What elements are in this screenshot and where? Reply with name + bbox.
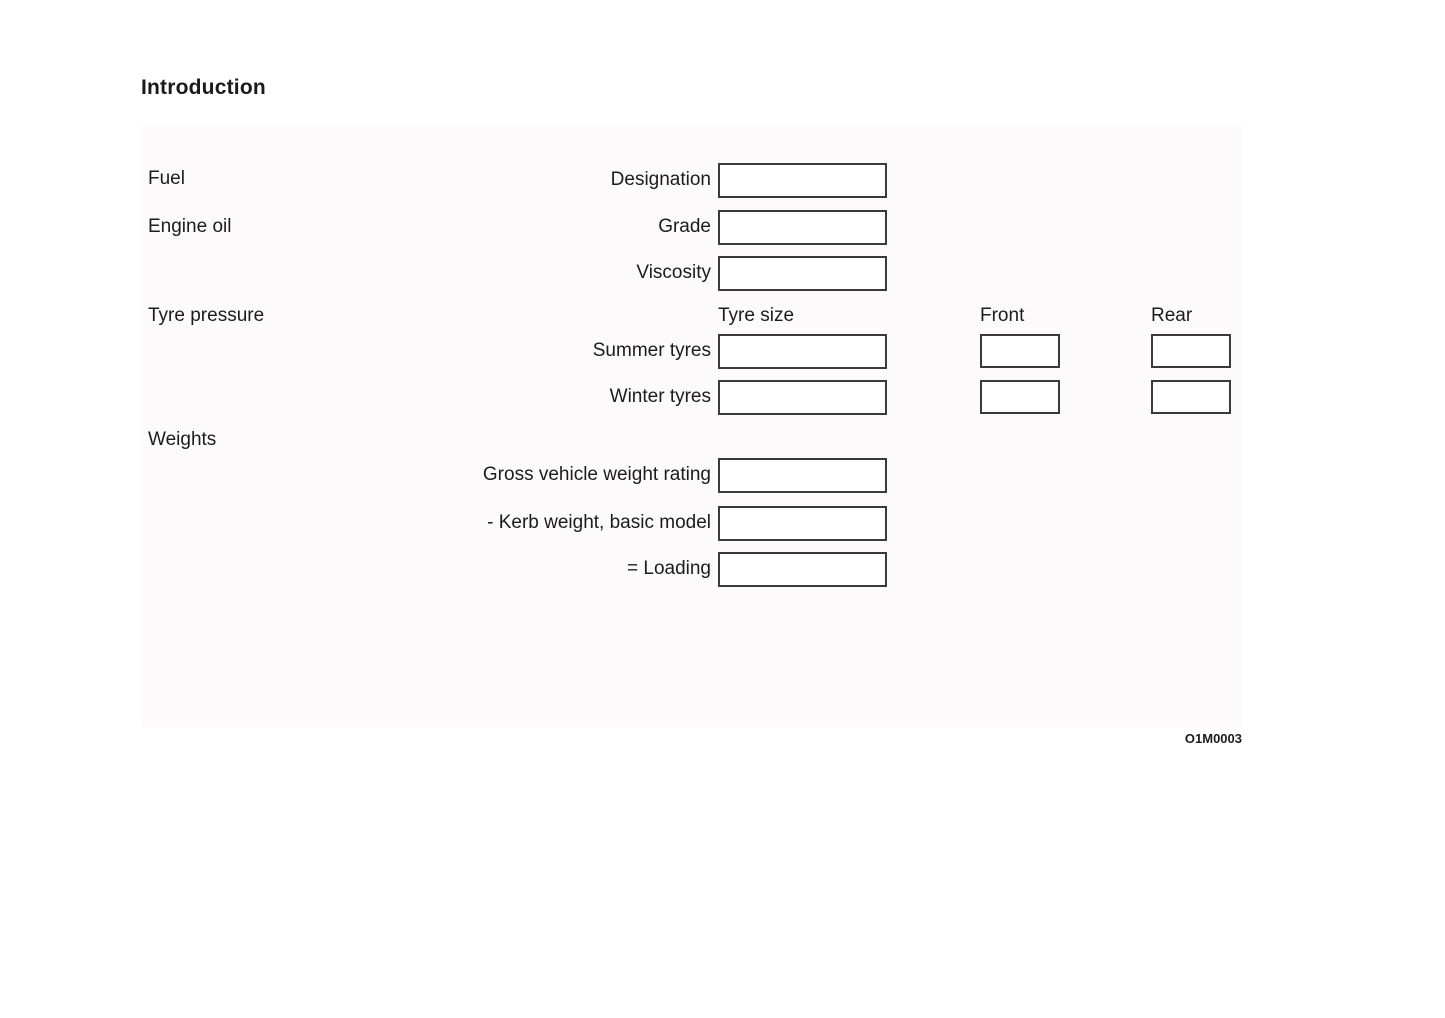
section-label-fuel: Fuel	[148, 168, 185, 189]
viscosity-input[interactable]	[718, 256, 887, 291]
winter-tyres-front-pressure-input[interactable]	[980, 380, 1060, 414]
winter-tyres-size-input[interactable]	[718, 380, 887, 415]
field-label-gross-vehicle-weight-rating: Gross vehicle weight rating	[482, 464, 711, 485]
summer-tyres-rear-pressure-input[interactable]	[1151, 334, 1231, 368]
section-label-weights: Weights	[148, 429, 217, 450]
field-label-summer-tyres: Summer tyres	[592, 340, 711, 361]
field-label-grade: Grade	[658, 216, 711, 237]
field-label-loading: = Loading	[627, 558, 711, 579]
column-header-rear: Rear	[1151, 305, 1193, 326]
figure-code: O1M0003	[1184, 731, 1242, 746]
field-label-kerb-weight-basic-model: - Kerb weight, basic model	[487, 512, 711, 533]
field-label-viscosity: Viscosity	[636, 262, 711, 283]
specifications-panel: Fuel Engine oil Tyre pressure Weights De…	[141, 126, 1242, 727]
section-label-tyre-pressure: Tyre pressure	[148, 305, 265, 326]
winter-tyres-rear-pressure-input[interactable]	[1151, 380, 1231, 414]
loading-input[interactable]	[718, 552, 887, 587]
page-title: Introduction	[141, 76, 266, 99]
section-label-engine-oil: Engine oil	[148, 216, 232, 237]
grade-input[interactable]	[718, 210, 887, 245]
column-header-front: Front	[980, 305, 1025, 326]
designation-input[interactable]	[718, 163, 887, 198]
kerb-weight-basic-model-input[interactable]	[718, 506, 887, 541]
summer-tyres-front-pressure-input[interactable]	[980, 334, 1060, 368]
field-label-designation: Designation	[610, 169, 711, 190]
field-label-winter-tyres: Winter tyres	[609, 386, 711, 407]
gross-vehicle-weight-rating-input[interactable]	[718, 458, 887, 493]
column-header-tyre-size: Tyre size	[718, 305, 795, 326]
summer-tyres-size-input[interactable]	[718, 334, 887, 369]
